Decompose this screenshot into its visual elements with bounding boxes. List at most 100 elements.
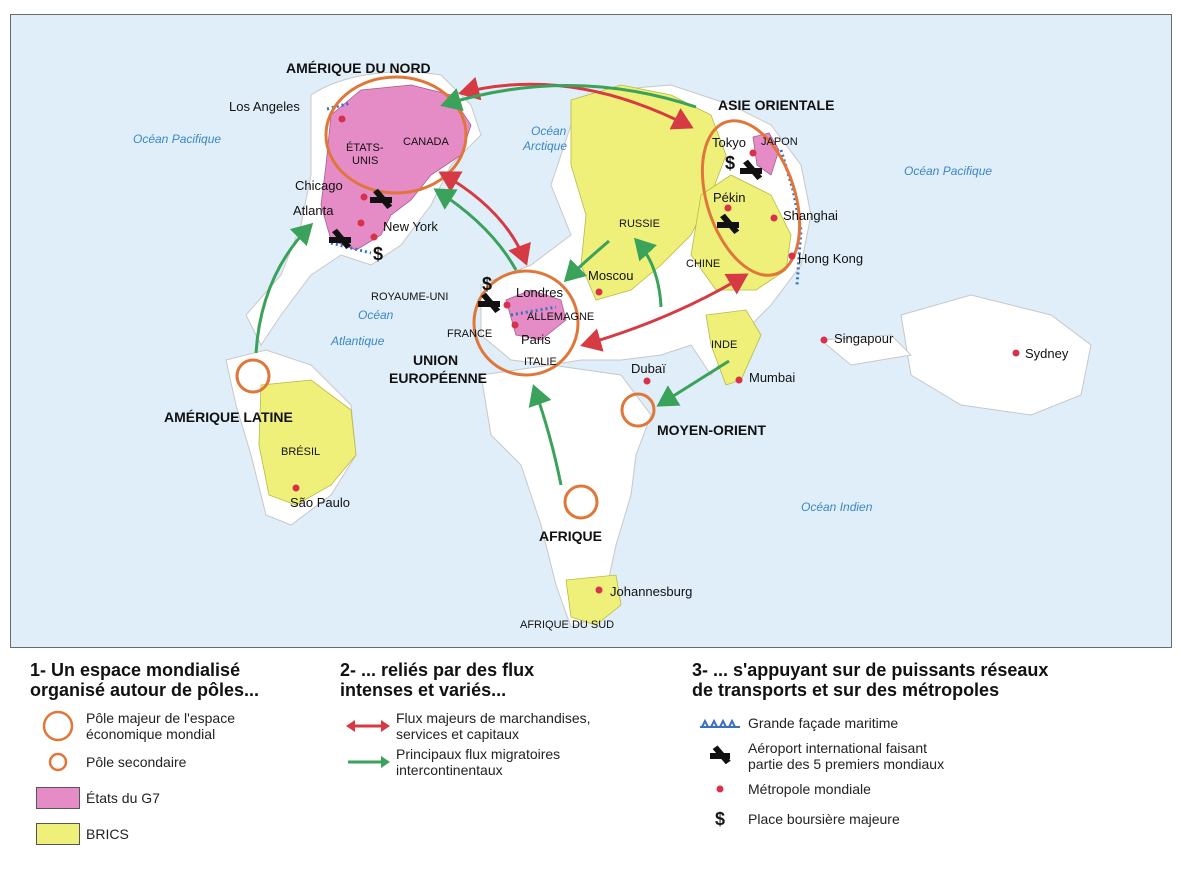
region-label-latin-america: AMÉRIQUE LATINE <box>164 409 293 425</box>
city-label-pekin: Pékin <box>713 190 746 205</box>
city-label-dubai: Dubaï <box>631 361 666 376</box>
city-label-los-angeles: Los Angeles <box>229 99 300 114</box>
city-label-new-york: New York <box>383 219 438 234</box>
city-label-sydney: Sydney <box>1025 346 1069 361</box>
metropole-atlanta <box>357 219 365 227</box>
legend-col3-title-1: 3- ... s'appuyant sur de puissants résea… <box>692 660 1049 680</box>
world-map: $ $ $ AMÉRIQUE DU NORD ASIE ORIENTALE UN… <box>10 14 1172 648</box>
metropole-moscou <box>595 288 603 296</box>
land-australia <box>900 294 1092 416</box>
country-label-usa-1: ÉTATS- <box>346 141 384 154</box>
ocean-label-atlantic-1: Océan <box>358 308 394 322</box>
legend-item-g7: États du G7 <box>30 780 330 816</box>
city-label-tokyo: Tokyo <box>712 135 746 150</box>
brics-swatch <box>36 823 80 845</box>
metropole-los-angeles <box>338 115 346 123</box>
legend-item-stock-exchange: $ Place boursière majeure <box>692 804 1162 834</box>
country-label-russia: RUSSIE <box>619 218 660 230</box>
ocean-label-pacific-east: Océan Pacifique <box>904 164 992 178</box>
legend-item-trade-flow: Flux majeurs de marchandises,services et… <box>340 708 670 744</box>
city-label-sao-paulo: São Paulo <box>290 495 350 510</box>
metropole-tokyo <box>749 149 757 157</box>
metropole-sao-paulo <box>292 484 300 492</box>
ocean-label-atlantic-2: Atlantique <box>330 334 385 348</box>
region-label-eu-1: UNION <box>413 352 458 368</box>
city-label-moscou: Moscou <box>588 268 634 283</box>
country-label-south-africa: AFRIQUE DU SUD <box>520 619 614 631</box>
legend-item-metropole: Métropole mondiale <box>692 774 1162 804</box>
migration-flow-eu-na <box>433 188 518 271</box>
legend-text: Principaux flux migratoires <box>396 746 561 762</box>
country-label-canada: CANADA <box>403 136 450 148</box>
region-label-eu-2: EUROPÉENNE <box>389 370 487 386</box>
legend-text: États du G7 <box>86 790 160 806</box>
country-label-italy: ITALIE <box>524 356 557 368</box>
pole-secondary-latin-america <box>235 358 271 394</box>
migration-flow-latam-na <box>254 222 314 354</box>
city-label-mumbai: Mumbai <box>749 370 795 385</box>
metropole-chicago <box>360 193 368 201</box>
country-label-india: INDE <box>711 339 737 351</box>
legend-col1-title: 1- Un espace mondialisé organisé autour … <box>30 660 330 700</box>
metropole-new-york <box>370 233 378 241</box>
legend-col2-title-2: intenses et variés... <box>340 680 507 700</box>
legend-text: partie des 5 premiers mondiaux <box>748 756 945 772</box>
legend-text: Place boursière majeure <box>748 811 900 827</box>
legend-text: services et capitaux <box>396 726 519 742</box>
region-label-middle-east: MOYEN-ORIENT <box>657 422 766 438</box>
legend-text: Pôle secondaire <box>86 754 187 770</box>
legend-col-flows: 2- ... reliés par des flux intenses et v… <box>340 660 670 780</box>
stock-exchange-new-york-icon: $ <box>373 244 383 264</box>
g7-europe <box>505 289 567 341</box>
city-label-shanghai: Shanghai <box>783 208 838 223</box>
metropole-pekin <box>724 204 732 212</box>
city-label-paris: Paris <box>521 332 551 347</box>
migration-flow-asia-eu <box>633 237 663 308</box>
city-label-johannesburg: Johannesburg <box>610 584 692 599</box>
legend-item-secondary-pole: Pôle secondaire <box>30 744 330 780</box>
stock-exchange-tokyo-icon: $ <box>725 153 735 173</box>
migration-flow-africa-eu <box>528 384 563 486</box>
country-label-uk: ROYAUME-UNI <box>371 291 448 303</box>
metropole-shanghai <box>770 214 778 222</box>
metropole-singapour <box>820 336 828 344</box>
coast-facade-icon <box>700 718 740 728</box>
legend-col3-title: 3- ... s'appuyant sur de puissants résea… <box>692 660 1162 700</box>
metropole-hong-kong <box>788 252 796 260</box>
legend-col1-title-2: organisé autour de pôles... <box>30 680 260 700</box>
migration-flow-asia-na <box>440 84 697 112</box>
g7-north-america <box>320 84 472 251</box>
country-label-germany: ALLEMAGNE <box>527 311 594 323</box>
arrow-green-icon <box>348 756 390 768</box>
coast-facade-atlantic-na <box>330 241 372 255</box>
trade-flow-asia-eu <box>580 273 749 352</box>
g7-swatch <box>36 787 80 809</box>
pole-secondary-africa <box>563 484 599 520</box>
brics-brazil <box>258 379 357 506</box>
legend-text: Grande façade maritime <box>748 715 899 731</box>
country-label-usa-2: UNIS <box>352 155 378 167</box>
metropole-sydney <box>1012 349 1020 357</box>
metropole-dots <box>292 115 1020 594</box>
ocean-label-indian: Océan Indien <box>801 500 873 514</box>
country-label-brazil: BRÉSIL <box>281 445 320 458</box>
legend-col1-title-1: 1- Un espace mondialisé <box>30 660 241 680</box>
double-arrow-red-icon <box>346 720 390 732</box>
legend-text: Aéroport international faisant <box>748 740 927 756</box>
metropole-paris <box>511 321 519 329</box>
stock-exchange-londres-icon: $ <box>482 274 492 294</box>
legend-col2-title: 2- ... reliés par des flux intenses et v… <box>340 660 670 700</box>
migration-flow-india-middle-east <box>656 359 730 407</box>
legend-col-poles: 1- Un espace mondialisé organisé autour … <box>30 660 330 852</box>
secondary-pole-icon <box>48 752 68 772</box>
country-label-china: CHINE <box>686 258 720 270</box>
airplane-icon <box>710 745 731 765</box>
ocean-label-pacific-west: Océan Pacifique <box>133 132 221 146</box>
legend-item-coast: Grande façade maritime <box>692 708 1162 738</box>
coast-facade-pacific-na <box>326 101 352 111</box>
trade-flow-na-eu <box>438 171 531 266</box>
trade-flow-na-asia <box>458 76 694 130</box>
